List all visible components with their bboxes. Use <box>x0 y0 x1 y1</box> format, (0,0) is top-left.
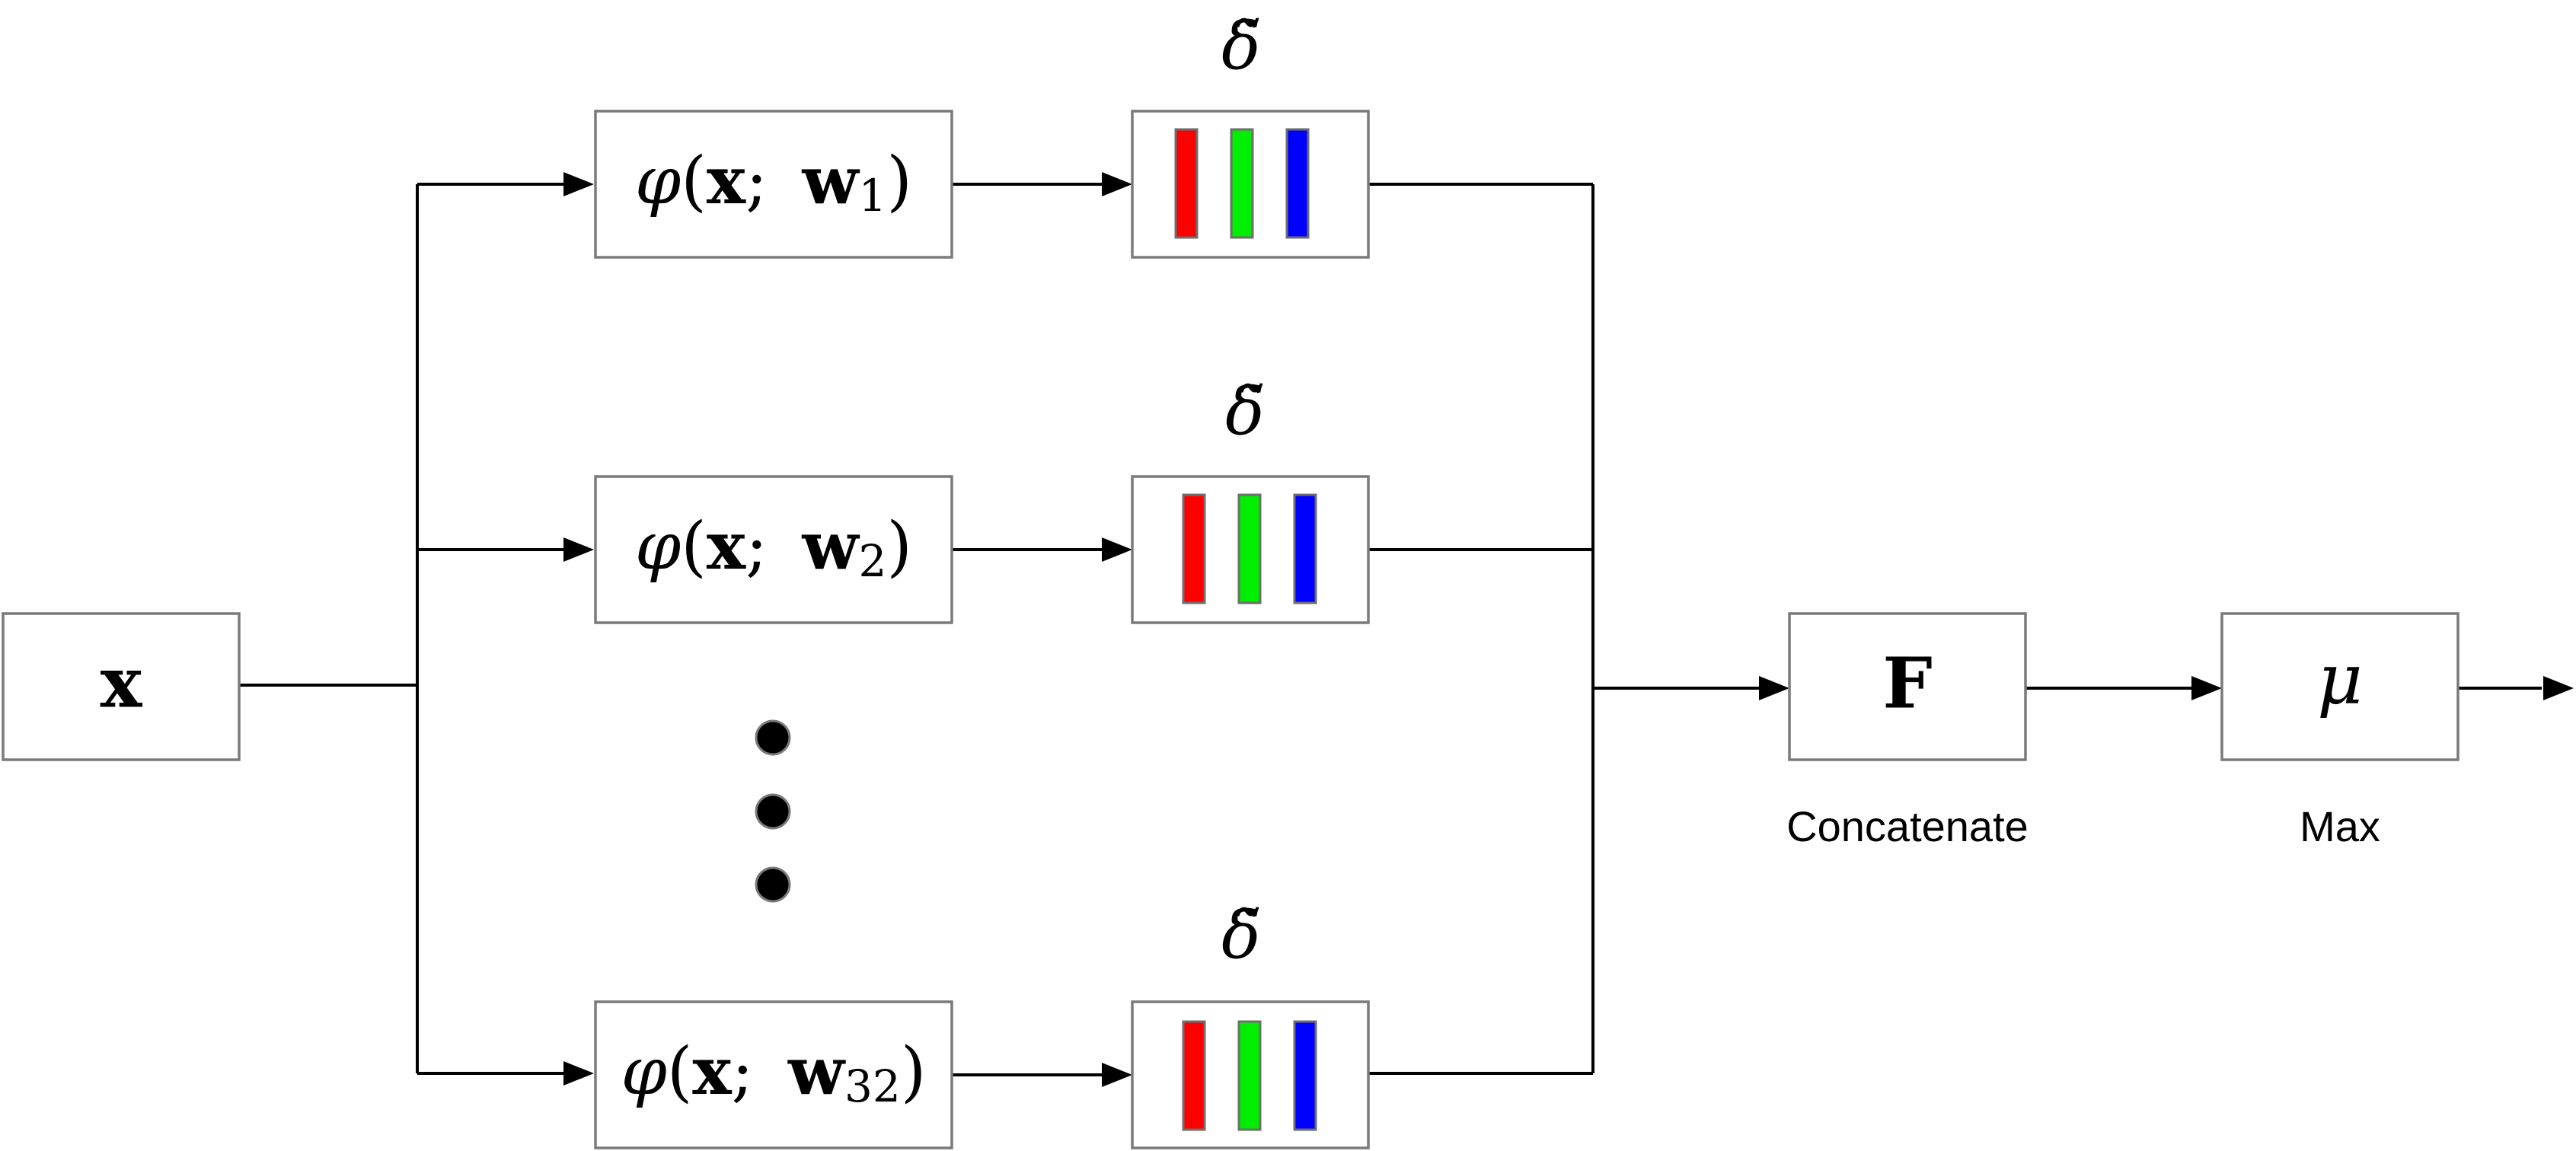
branch-32-w: w <box>787 1033 846 1110</box>
concat-symbol: F <box>1882 642 1932 725</box>
branch-2-bar-blue <box>1293 493 1317 604</box>
max-box <box>2220 612 2459 761</box>
concat-node: F Concatenate <box>1786 612 2029 850</box>
branch-1-model-formula: φ(x; w1) <box>635 142 912 222</box>
input-node: x <box>2 612 241 761</box>
branch-2-in-arrow <box>563 537 594 562</box>
branch-1-separator: ; <box>745 143 768 219</box>
branch-2-mid-arrow <box>1102 537 1132 562</box>
branch-32-bar-blue <box>1293 1020 1317 1131</box>
branch-2-bar-green <box>1237 493 1262 604</box>
max-symbol: μ <box>2317 639 2363 720</box>
branch-1-bar-red <box>1174 128 1199 239</box>
arrowheads <box>563 172 2574 1087</box>
branch-32-bar-red <box>1182 1020 1206 1131</box>
branch-1-in-arrow <box>563 172 594 196</box>
branch-1-bar-blue <box>1285 128 1310 239</box>
branch-2-w: w <box>801 508 860 585</box>
branch-2-output-symbol: δ̃ <box>1225 375 1265 451</box>
concat-box <box>1788 612 2027 761</box>
branch-1-phi: φ <box>635 143 681 219</box>
max-in-arrow <box>2191 676 2222 700</box>
branch-2-separator: ; <box>745 509 768 585</box>
branch-3-in-arrow <box>563 1061 594 1086</box>
branch-1-model-box <box>594 110 953 259</box>
branch-32-open-paren: ( <box>667 1034 693 1110</box>
branch-2: φ(x; w2) δ̃ <box>594 375 1370 624</box>
branch-2-x: x <box>707 508 746 585</box>
branch-2-phi: φ <box>635 509 681 585</box>
branch-1-x: x <box>707 142 746 219</box>
branch-2-model-formula: φ(x; w2) <box>635 508 912 588</box>
branch-1-bar-green <box>1230 128 1254 239</box>
branch-1-mid-arrow <box>1102 172 1132 196</box>
concat-in-arrow <box>1759 676 1789 700</box>
branch-1-close-paren: ) <box>886 143 912 219</box>
branch-32-subscript: 32 <box>844 1060 901 1112</box>
max-label: Max <box>2300 802 2380 850</box>
branch-32-phi: φ <box>621 1034 667 1110</box>
branch-32: φ(x; w32) δ̃ <box>594 898 1370 1149</box>
branch-1-subscript: 1 <box>858 170 886 222</box>
branch-2-subscript: 2 <box>858 535 886 587</box>
branch-1-w: w <box>801 142 860 219</box>
branch-2-open-paren: ( <box>681 509 707 585</box>
branch-32-close-paren: ) <box>901 1034 927 1110</box>
branch-32-model-box <box>594 1000 953 1149</box>
branch-3-mid-arrow <box>1102 1063 1132 1087</box>
branch-1-open-paren: ( <box>681 143 707 219</box>
branch-1: φ(x; w1) δ̃ <box>594 9 1370 259</box>
branch-2-close-paren: ) <box>886 509 912 585</box>
ellipsis-dot <box>755 719 791 756</box>
branch-ellipsis <box>755 719 791 903</box>
max-node: μ Max <box>2220 612 2459 850</box>
branch-2-bar-red <box>1182 493 1206 604</box>
branch-2-model-box <box>594 475 953 624</box>
output-arrow <box>2543 676 2574 700</box>
branch-1-output-symbol: δ̃ <box>1221 9 1261 85</box>
branch-32-model-formula: φ(x; w32) <box>621 1033 927 1113</box>
branch-32-separator: ; <box>732 1034 754 1110</box>
ellipsis-dot <box>755 793 791 830</box>
concat-label: Concatenate <box>1786 802 2029 850</box>
input-symbol: x <box>101 642 143 724</box>
branch-32-x: x <box>692 1033 732 1110</box>
branch-32-output-symbol: δ̃ <box>1221 898 1261 974</box>
branch-32-bar-green <box>1237 1020 1262 1131</box>
input-box <box>2 612 241 761</box>
ellipsis-dot <box>755 866 791 903</box>
connectors <box>239 183 2542 1076</box>
